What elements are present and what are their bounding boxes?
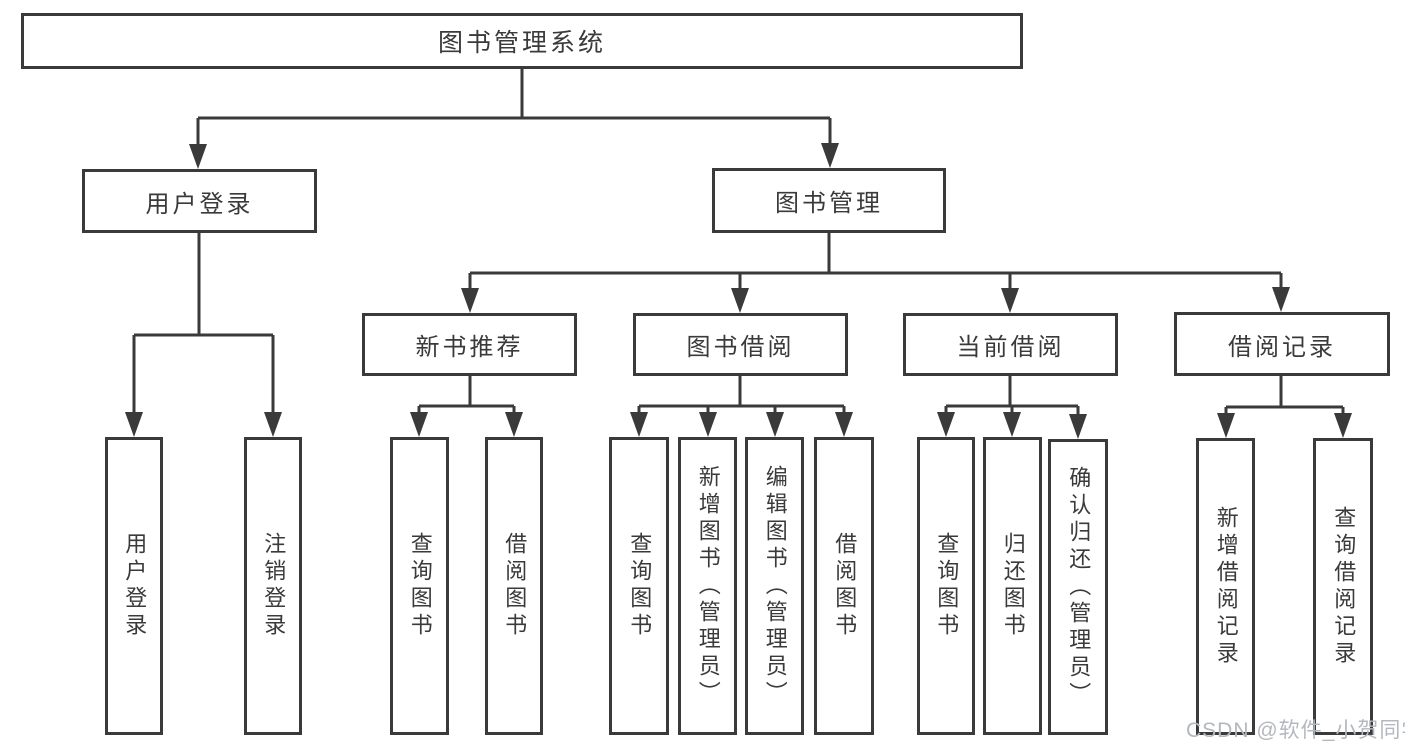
leaf-query-books-current-label: 查询图书 bbox=[934, 532, 960, 640]
node-user-login: 用户登录 bbox=[82, 169, 317, 233]
leaf-add-books-admin: 新增图书（管理员） bbox=[678, 437, 737, 735]
leaf-confirm-return-admin-label: 确认归还（管理员） bbox=[1066, 465, 1092, 709]
node-root-label: 图书管理系统 bbox=[437, 29, 606, 57]
leaf-query-books-borrowing-label: 查询图书 bbox=[627, 532, 653, 640]
node-current-borrowing-label: 当前借阅 bbox=[956, 334, 1065, 361]
node-book-borrowing-label: 图书借阅 bbox=[686, 334, 795, 361]
leaf-query-books-borrowing: 查询图书 bbox=[609, 437, 669, 735]
leaf-add-borrow-record-label: 新增借阅记录 bbox=[1213, 505, 1239, 668]
leaf-query-borrow-record-label: 查询借阅记录 bbox=[1331, 505, 1357, 668]
leaf-edit-books-admin: 编辑图书（管理员） bbox=[745, 437, 804, 735]
leaf-user-login-label: 用户登录 bbox=[122, 532, 148, 640]
leaf-edit-books-admin-label: 编辑图书（管理员） bbox=[762, 464, 788, 708]
leaf-logout: 注销登录 bbox=[244, 437, 302, 735]
leaf-query-books-recommend-label: 查询图书 bbox=[407, 532, 433, 640]
node-borrowing-records-label: 借阅记录 bbox=[1228, 333, 1336, 361]
leaf-add-borrow-record: 新增借阅记录 bbox=[1196, 438, 1255, 735]
leaf-borrow-books-borrowing: 借阅图书 bbox=[814, 437, 874, 735]
node-new-book-recommend-label: 新书推荐 bbox=[415, 334, 524, 361]
leaf-logout-label: 注销登录 bbox=[261, 532, 287, 640]
leaf-query-books-recommend: 查询图书 bbox=[390, 437, 449, 735]
leaf-query-borrow-record: 查询借阅记录 bbox=[1313, 438, 1373, 735]
leaf-borrow-books-borrowing-label: 借阅图书 bbox=[832, 532, 858, 640]
leaf-return-books: 归还图书 bbox=[983, 437, 1042, 735]
node-user-login-label: 用户登录 bbox=[145, 190, 254, 218]
leaf-query-books-current: 查询图书 bbox=[917, 437, 975, 735]
node-book-borrowing: 图书借阅 bbox=[633, 313, 848, 376]
leaf-user-login: 用户登录 bbox=[105, 437, 163, 735]
leaf-return-books-label: 归还图书 bbox=[1000, 532, 1026, 640]
node-new-book-recommend: 新书推荐 bbox=[362, 313, 577, 376]
node-current-borrowing: 当前借阅 bbox=[903, 313, 1118, 376]
node-book-management-label: 图书管理 bbox=[775, 190, 883, 217]
node-book-management: 图书管理 bbox=[712, 168, 946, 233]
leaf-add-books-admin-label: 新增图书（管理员） bbox=[695, 464, 721, 708]
node-root: 图书管理系统 bbox=[21, 13, 1023, 69]
leaf-borrow-books-recommend-label: 借阅图书 bbox=[502, 532, 528, 640]
node-borrowing-records: 借阅记录 bbox=[1174, 312, 1390, 376]
watermark-text: CSDN @软件_小贺同学 bbox=[1186, 719, 1405, 742]
leaf-confirm-return-admin: 确认归还（管理员） bbox=[1048, 439, 1108, 735]
leaf-borrow-books-recommend: 借阅图书 bbox=[485, 437, 543, 735]
